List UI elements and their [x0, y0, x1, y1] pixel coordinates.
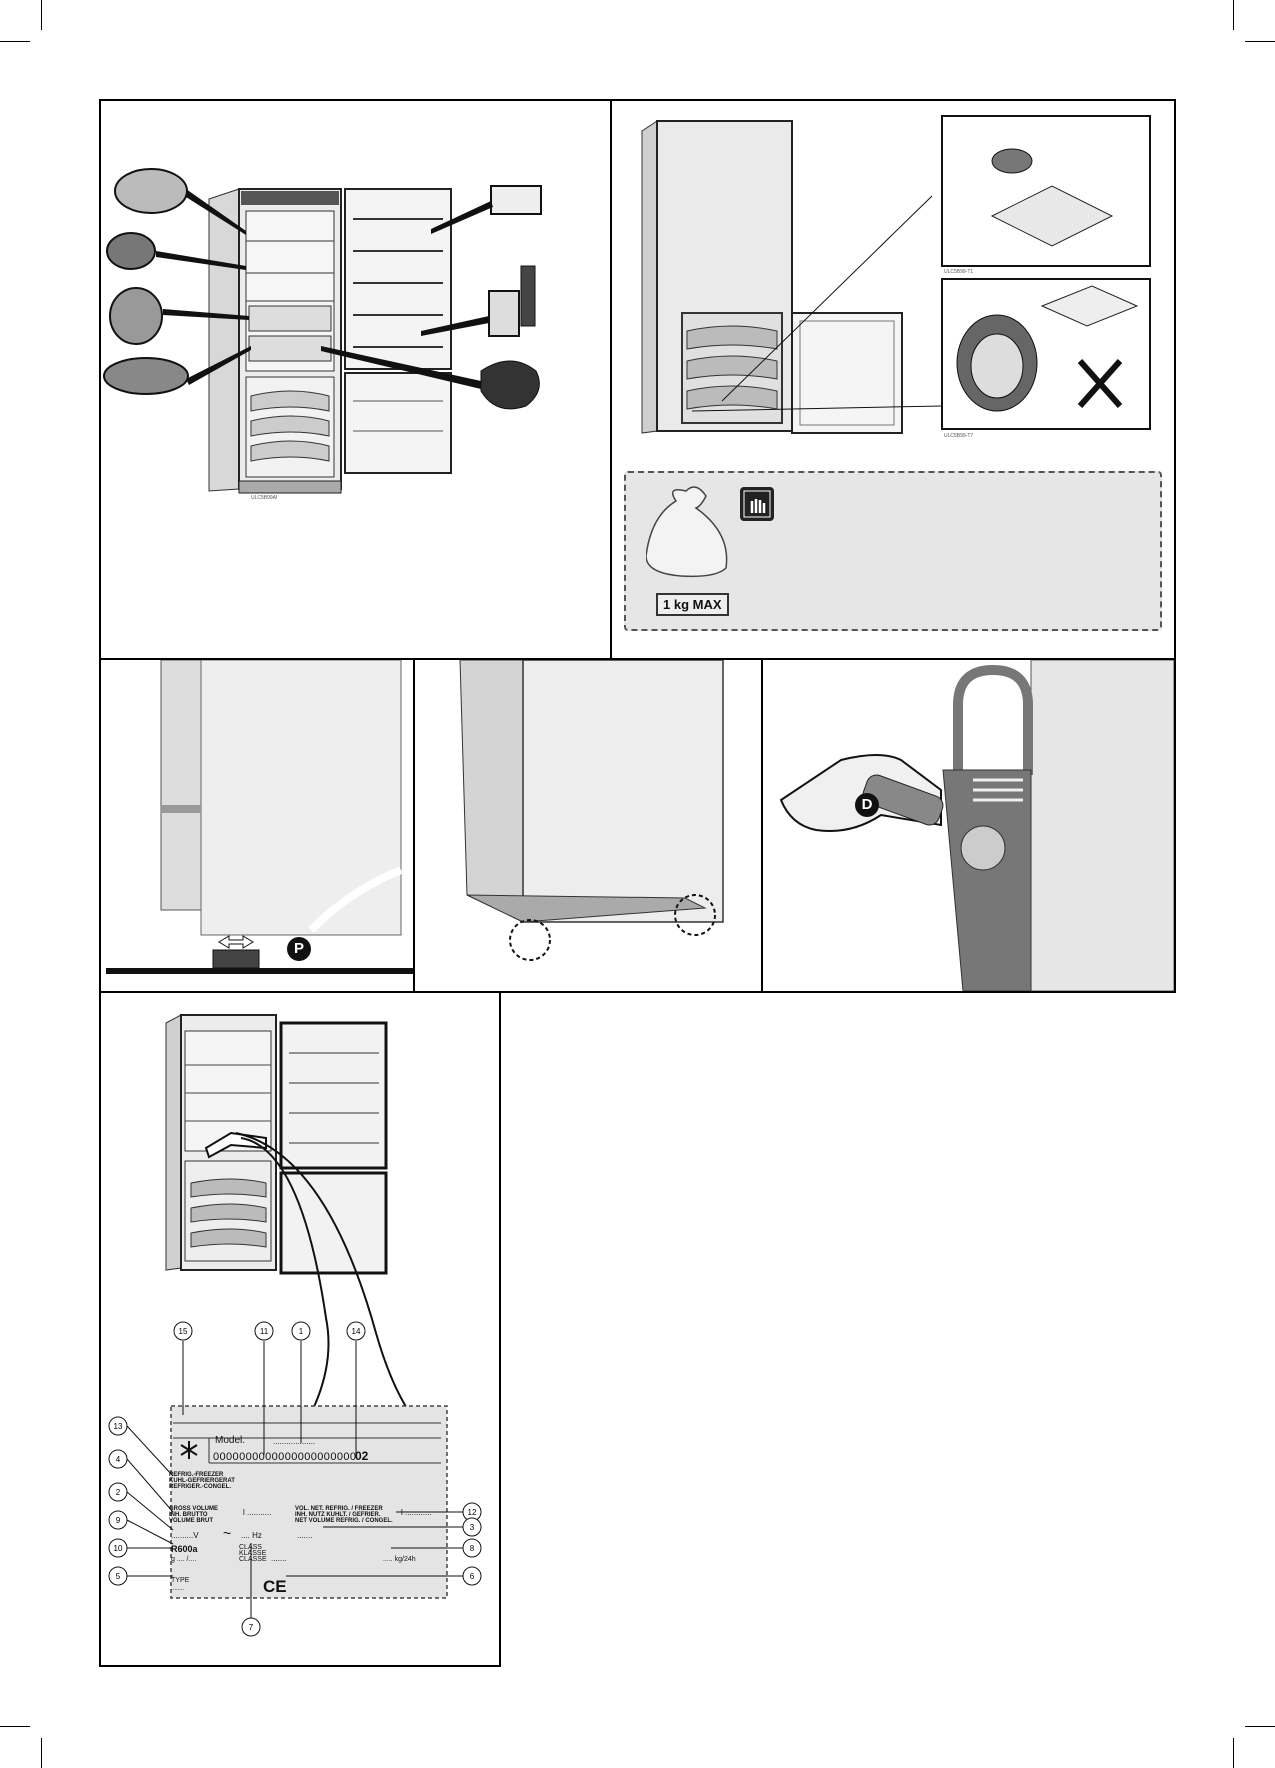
- callout-14: 14: [352, 1327, 361, 1336]
- refrigerant-charge: g .... /....: [171, 1556, 196, 1563]
- feet-illustration: [101, 660, 413, 991]
- callout-7: 7: [249, 1623, 254, 1632]
- gross-unit: l ...........: [243, 1508, 271, 1517]
- callout-6: 6: [470, 1572, 475, 1581]
- tiny-code-b: ULC5B99-T7: [944, 433, 973, 439]
- crop-mark: [1233, 1738, 1234, 1768]
- panel-filter: D: [761, 658, 1176, 993]
- tiny-code-a: ULC5B99-T1: [944, 269, 973, 275]
- callout-8: 8: [470, 1544, 475, 1553]
- ce-mark: CE: [263, 1577, 287, 1597]
- climate-class: CLASS KLASSE CLASSE: [239, 1545, 267, 1563]
- panel-food-storage: ULC5B99AI: [99, 99, 612, 660]
- callout-10: 10: [114, 1544, 123, 1553]
- serial-number: 0000000000000000000000: [213, 1451, 356, 1463]
- class-dots: .......: [271, 1554, 287, 1563]
- hand-stop-icon: [740, 487, 774, 521]
- type-dots: ........: [171, 1586, 184, 1592]
- frequency: .... Hz: [241, 1531, 262, 1540]
- net-line: NET VOLUME REFRIG. / CONGEL.: [295, 1518, 393, 1524]
- crop-mark: [1245, 41, 1275, 42]
- model-dots: ...................: [273, 1437, 315, 1446]
- callout-15: 15: [179, 1327, 188, 1336]
- tiny-code: ULC5B99AI: [251, 495, 277, 501]
- class-line: CLASSE: [239, 1557, 267, 1563]
- marker-d: D: [855, 793, 879, 817]
- freezing-capacity: ..... kg/24h: [383, 1556, 416, 1563]
- callout-11: 11: [260, 1327, 269, 1336]
- marker-p: P: [287, 937, 311, 961]
- callout-12: 12: [468, 1508, 477, 1517]
- gross-line: VOLUME BRUT: [169, 1518, 218, 1524]
- crop-mark: [1233, 0, 1234, 30]
- weight-limit-badge: 1 kg MAX: [656, 593, 729, 616]
- model-label: Model.: [215, 1435, 245, 1446]
- callout-3: 3: [470, 1523, 475, 1532]
- bag-icon: [646, 481, 736, 581]
- type-label: TYPE: [171, 1577, 189, 1584]
- callout-2: 2: [116, 1488, 121, 1497]
- base-illustration: [415, 660, 761, 991]
- callout-1: 1: [299, 1327, 304, 1336]
- net-unit: l ............: [401, 1508, 432, 1517]
- tilde-symbol: ~: [223, 1525, 231, 1541]
- food-storage-illustration: ULC5B99AI: [101, 101, 610, 658]
- callout-9: 9: [116, 1516, 121, 1525]
- warning-box: 1 kg MAX: [624, 471, 1162, 631]
- amperage: .......: [297, 1531, 313, 1540]
- filter-illustration: [763, 660, 1174, 991]
- callout-4: 4: [116, 1455, 121, 1464]
- serial-suffix: 02: [355, 1449, 368, 1463]
- panel-feet: P: [99, 658, 415, 993]
- refrigerant: R600a: [171, 1544, 198, 1554]
- panel-rating-plate: 15 11 1 14 13 4 2 9 10 5 7 12 3 8 6 Mode…: [99, 991, 501, 1667]
- panel-base: [413, 658, 763, 993]
- callout-5: 5: [116, 1572, 121, 1581]
- panel-ice-tray: ULC5B99-T1 ULC5B99-T7 1 kg MAX: [610, 99, 1176, 660]
- crop-mark: [41, 0, 42, 30]
- rating-plate-illustration: 15 11 1 14 13 4 2 9 10 5 7 12 3 8 6: [101, 993, 499, 1665]
- crop-mark: [41, 1738, 42, 1768]
- gross-volume: GROSS VOLUME INH. BRUTTO VOLUME BRUT: [169, 1506, 218, 1524]
- voltage: ..........V: [171, 1531, 199, 1540]
- crop-mark: [0, 41, 30, 42]
- type-line: REFRIGER.-CONGEL.: [169, 1484, 235, 1490]
- callout-13: 13: [114, 1422, 123, 1431]
- net-volume: VOL. NET. REFRIG. / FREEZER INH. NUTZ KU…: [295, 1506, 393, 1524]
- appliance-type: REFRIG.-FREEZER KUHL-GEFRIERGERAT REFRIG…: [169, 1472, 235, 1490]
- crop-mark: [1245, 1726, 1275, 1727]
- crop-mark: [0, 1726, 30, 1727]
